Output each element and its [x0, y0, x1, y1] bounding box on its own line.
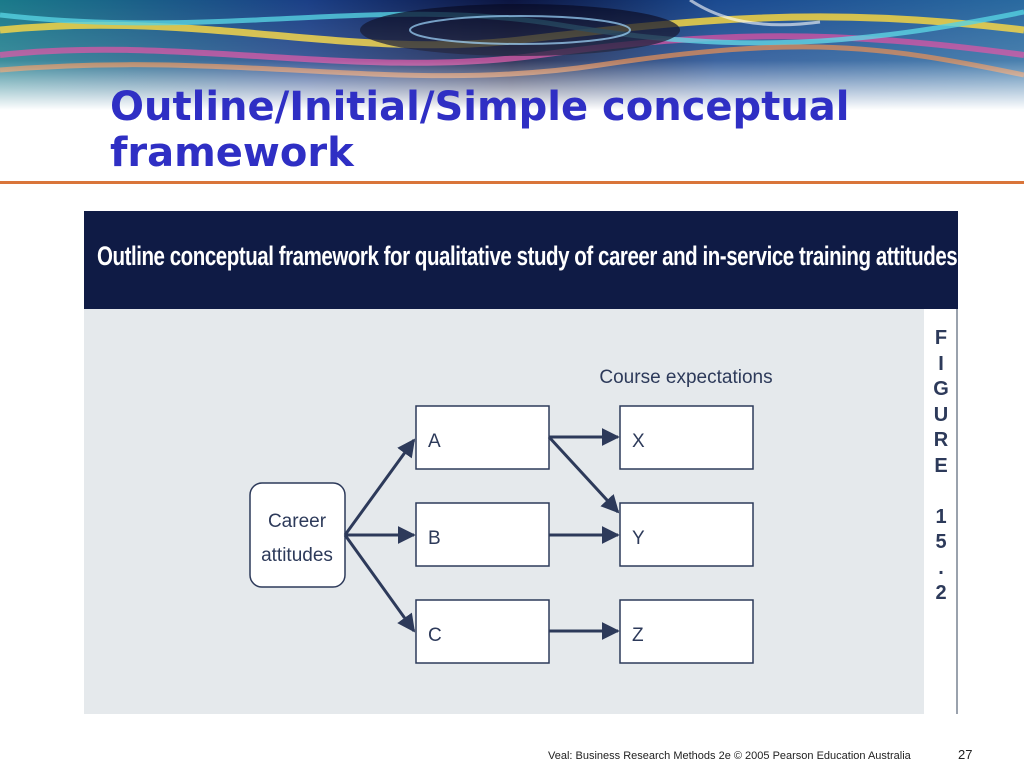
slide-title-line-2: framework — [110, 130, 354, 176]
node-y: Y — [619, 502, 754, 567]
arrow-career-to-c — [343, 534, 416, 633]
figure-panel: Outline conceptual framework for qualita… — [84, 211, 958, 714]
node-y-label: Y — [632, 528, 645, 549]
figure-header: Outline conceptual framework for qualita… — [84, 211, 958, 309]
node-z: Z — [619, 599, 754, 664]
node-x: X — [619, 405, 754, 470]
page-number: 27 — [958, 747, 973, 762]
node-c-label: C — [428, 625, 442, 646]
conceptual-framework-diagram: Course expectations Career attitudes A B… — [249, 367, 773, 664]
header-banner — [0, 0, 1024, 110]
node-b-label: B — [428, 528, 441, 549]
node-a: A — [415, 405, 550, 470]
figure-number-label: F I G U R E 1 5 . 2 — [933, 327, 949, 604]
node-x-label: X — [632, 431, 645, 452]
career-attitudes-line-1: Career — [268, 511, 327, 532]
career-attitudes-line-2: attitudes — [261, 545, 333, 566]
footer-citation: Veal: Business Research Methods 2e © 200… — [548, 750, 911, 762]
arrow-a-to-y — [547, 435, 620, 514]
figure-label-strip — [924, 309, 958, 714]
node-a-label: A — [428, 431, 441, 452]
slide-title-line-1: Outline/Initial/Simple conceptual — [110, 84, 850, 130]
node-b: B — [415, 502, 550, 567]
title-divider — [0, 181, 1024, 184]
slide-title: Outline/Initial/Simple conceptual framew… — [110, 84, 990, 176]
career-attitudes-node: Career attitudes — [249, 482, 346, 588]
node-z-label: Z — [632, 625, 644, 646]
node-c: C — [415, 599, 550, 664]
arrow-career-to-a — [343, 438, 416, 536]
course-expectations-label: Course expectations — [599, 367, 772, 388]
